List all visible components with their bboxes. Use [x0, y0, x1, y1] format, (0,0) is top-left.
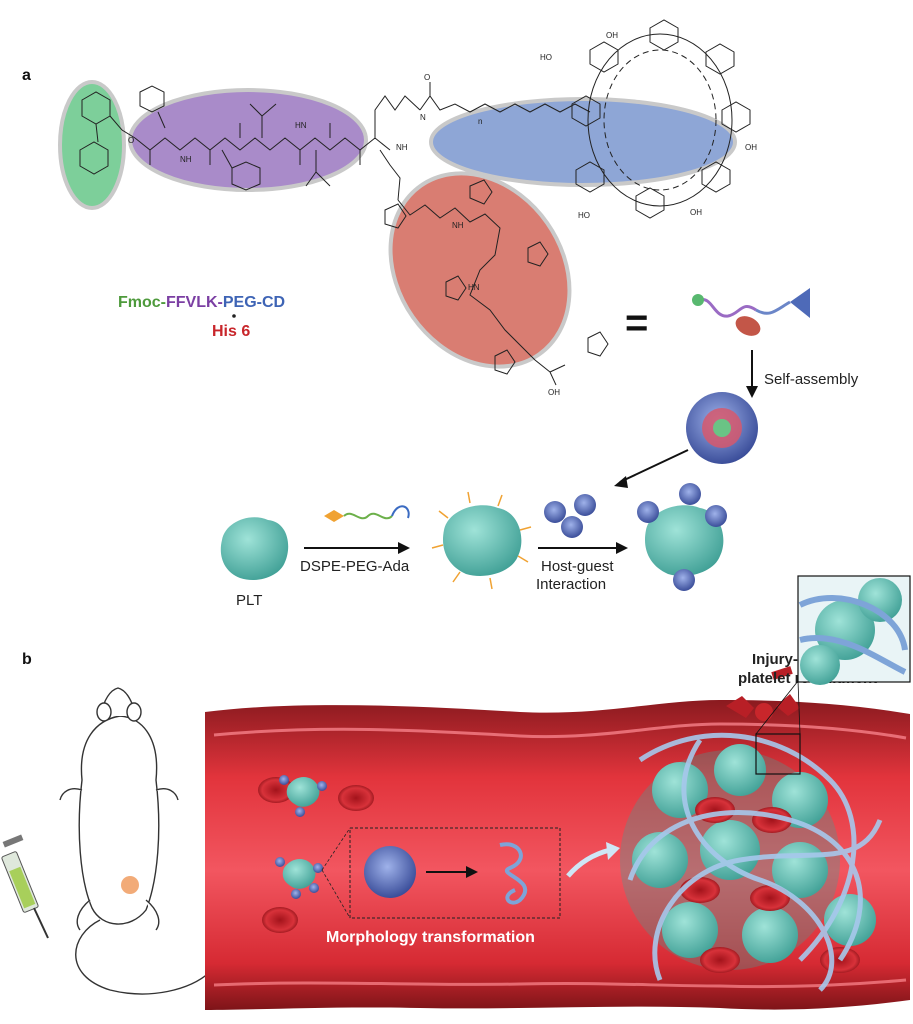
label-host-guest: Host-guest	[541, 558, 614, 575]
decorated-platelet	[431, 491, 532, 590]
callout-line	[321, 869, 351, 919]
micelle	[686, 392, 758, 464]
dspe-peg-ada-icon	[324, 505, 410, 522]
fmoc-region	[58, 80, 126, 210]
mouse-illustration	[59, 687, 211, 995]
name-ffvlk: FFVLK-	[166, 294, 223, 311]
platelet-plain	[220, 517, 289, 581]
atom-label: HN	[468, 283, 480, 292]
atom-label: HN	[295, 121, 307, 130]
label-self-assembly: Self-assembly	[764, 371, 859, 388]
label-dspe-peg-ada: DSPE-PEG-Ada	[300, 558, 410, 575]
arrow-to-assembly	[619, 449, 689, 483]
label-interaction: Interaction	[536, 576, 606, 593]
syringe-icon	[1, 834, 49, 939]
molecule-name: Fmoc-FFVLK-PEG-CD	[118, 294, 285, 311]
label-morphology-transformation: Morphology transformation	[326, 929, 535, 946]
name-his6: His 6	[212, 323, 250, 340]
platelet-with-nanoparticles	[637, 483, 727, 591]
transformation-callout-box	[349, 827, 561, 919]
atom-label: OH	[690, 208, 702, 217]
atom-label: O	[128, 136, 134, 145]
inset-marker	[755, 733, 801, 775]
chemical-structure	[79, 19, 751, 386]
panel-label-b: b	[22, 651, 32, 668]
atom-label: HO	[578, 211, 590, 220]
injury-site	[726, 666, 800, 721]
atom-label: NH	[180, 155, 192, 164]
injury-site-dot	[121, 876, 139, 894]
ffvlk-region	[128, 88, 368, 192]
vessel-wall-inner	[213, 722, 907, 740]
peg-cd-region	[429, 97, 737, 187]
inset-zoom	[797, 575, 911, 685]
arrow-head	[614, 476, 628, 488]
clot	[620, 732, 883, 992]
atom-label: OH	[606, 31, 618, 40]
atom-label: OH	[745, 143, 757, 152]
equals-sign: =	[625, 301, 648, 345]
atom-label: n	[478, 117, 482, 126]
arrow-head	[606, 842, 620, 860]
circulating-platelet	[279, 775, 327, 817]
name-fmoc: Fmoc-	[118, 294, 166, 311]
atom-label: HO	[540, 53, 552, 62]
label-plt: PLT	[236, 592, 262, 609]
circulating-platelet	[275, 857, 323, 899]
arrow-head	[746, 386, 758, 398]
nanofiber-strand	[499, 842, 528, 905]
atom-label: N	[420, 113, 426, 122]
vessel-wall-inner	[213, 978, 907, 989]
arrow-to-clot	[566, 847, 611, 878]
junction-dot	[232, 314, 236, 318]
panel-label-a: a	[22, 67, 31, 84]
atom-label: O	[424, 73, 430, 82]
atom-label: NH	[452, 221, 464, 230]
arrow-head	[616, 542, 628, 554]
callout-line	[321, 827, 351, 871]
free-nanoparticles	[544, 494, 596, 538]
atom-label: NH	[396, 143, 408, 152]
inset-line	[755, 680, 799, 735]
arrow-head	[466, 866, 478, 878]
molecule-cartoon	[692, 288, 810, 336]
red-blood-cell	[338, 785, 374, 811]
atom-label: OH	[548, 388, 560, 397]
nanoparticle-sphere	[364, 846, 416, 898]
inset-line	[797, 680, 801, 735]
arrow-head	[398, 542, 410, 554]
name-peg-cd: PEG-CD	[223, 294, 285, 311]
red-blood-cell	[262, 907, 298, 933]
